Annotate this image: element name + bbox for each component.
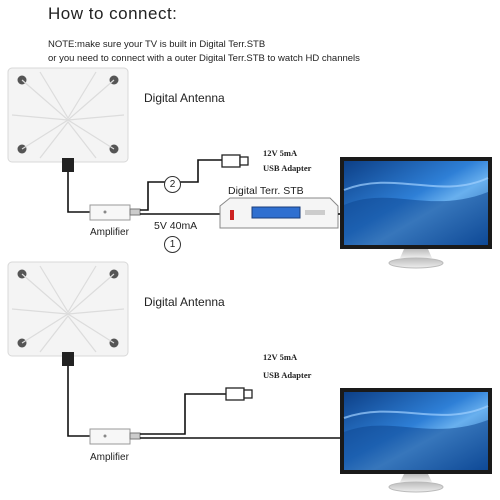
amplifier-1: [89, 204, 141, 221]
diagram-2: [7, 261, 492, 493]
set-top-box: [219, 197, 339, 229]
usb-adapter-label-2: USB Adapter: [263, 370, 312, 380]
step-2-marker: 2: [164, 176, 181, 193]
usb-adapter-label-1: USB Adapter: [263, 163, 312, 173]
diagram-1: [7, 67, 492, 269]
amplifier-label-1: Amplifier: [90, 227, 129, 238]
power-label: 5V 40mA: [154, 220, 198, 232]
page-heading: How to connect:: [48, 4, 178, 23]
usb-plug-1: [221, 154, 249, 168]
amplifier-2: [89, 428, 141, 445]
tv-1: [340, 157, 492, 269]
note-line-2: or you need to connect with a outer Digi…: [48, 53, 360, 64]
antenna-panel-2: [7, 261, 129, 366]
antenna-label-2: Digital Antenna: [144, 295, 225, 309]
note-line-1: NOTE:make sure your TV is built in Digit…: [48, 39, 266, 50]
stb-label: Digital Terr. STB: [228, 185, 304, 197]
tv-2: [340, 388, 492, 493]
amplifier-label-2: Amplifier: [90, 452, 129, 463]
antenna-label-1: Digital Antenna: [144, 91, 225, 105]
usb-adapter-voltage-1: 12V 5mA: [263, 148, 298, 158]
usb-adapter-voltage-2: 12V 5mA: [263, 352, 298, 362]
antenna-panel-1: [7, 67, 129, 172]
usb-plug-2: [225, 387, 253, 401]
step-1-marker: 1: [164, 236, 181, 253]
